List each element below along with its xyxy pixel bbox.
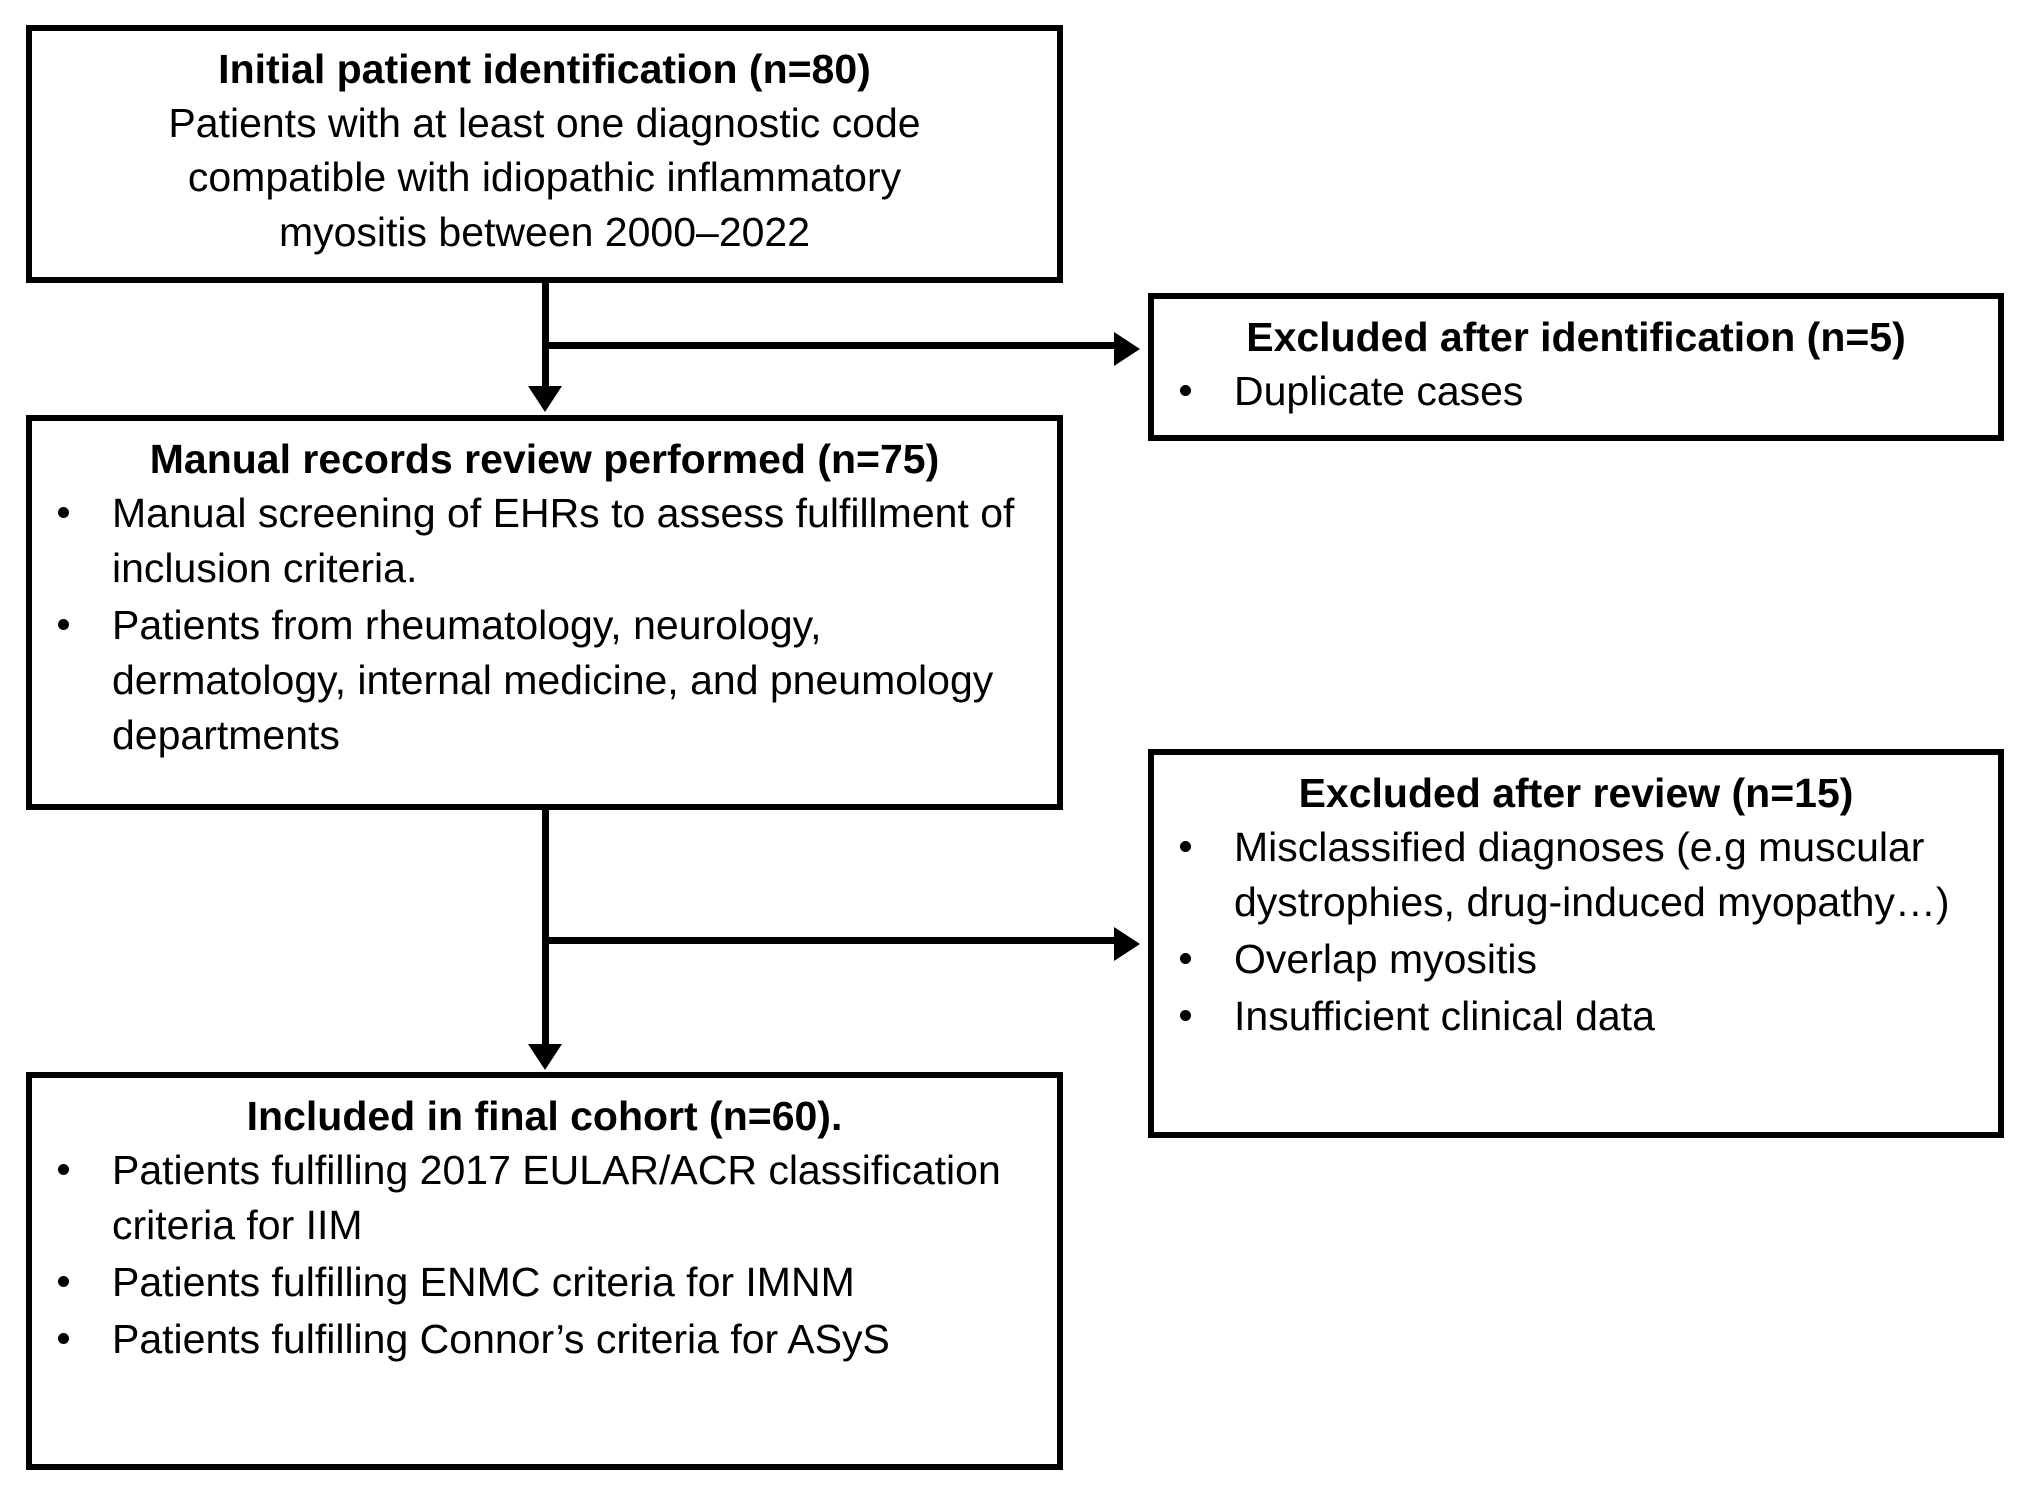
node-included-final-cohort-bullets: Patients fulfilling 2017 EULAR/ACR class… xyxy=(50,1143,1039,1367)
edge-review-to-included-line xyxy=(542,810,549,1046)
list-item: Patients fulfilling Connor’s criteria fo… xyxy=(50,1312,1039,1367)
list-item-label: Insufficient clinical data xyxy=(1234,993,1655,1040)
node-manual-records-review: Manual records review performed (n=75) M… xyxy=(26,415,1063,810)
node-excluded-after-identification-bullets: Duplicate cases xyxy=(1172,364,1980,419)
node-initial-identification-line-3: myositis between 2000–2022 xyxy=(278,208,811,255)
list-item-label: Manual screening of EHRs to assess fulfi… xyxy=(112,490,1015,592)
list-item: Overlap myositis xyxy=(1172,932,1980,987)
node-included-final-cohort: Included in final cohort (n=60). Patient… xyxy=(26,1072,1063,1470)
bullet-dot-icon xyxy=(58,1275,69,1287)
edge-initial-to-excluded-identification-arrowhead-icon xyxy=(1114,332,1140,366)
list-item-label: Misclassified diagnoses (e.g muscular dy… xyxy=(1234,824,1950,926)
node-initial-identification-body: Patients with at least one diagnostic co… xyxy=(50,96,1039,258)
list-item: Misclassified diagnoses (e.g muscular dy… xyxy=(1172,820,1980,930)
node-excluded-after-review-bullets: Misclassified diagnoses (e.g muscular dy… xyxy=(1172,820,1980,1044)
node-initial-identification-line-2: compatible with idiopathic inflammatory xyxy=(187,154,902,201)
list-item-label: Patients fulfilling 2017 EULAR/ACR class… xyxy=(112,1147,1001,1249)
edge-initial-to-review-line xyxy=(542,283,549,389)
node-manual-records-review-title: Manual records review performed (n=75) xyxy=(149,436,940,482)
node-initial-identification-title: Initial patient identification (n=80) xyxy=(218,46,871,92)
edge-review-to-excluded-review-line xyxy=(545,937,1117,944)
bullet-dot-icon xyxy=(1180,840,1191,852)
node-initial-identification: Initial patient identification (n=80) Pa… xyxy=(26,25,1063,283)
bullet-dot-icon xyxy=(1180,952,1191,964)
list-item: Duplicate cases xyxy=(1172,364,1980,419)
bullet-dot-icon xyxy=(1180,384,1191,396)
bullet-dot-icon xyxy=(58,1163,69,1175)
edge-initial-to-excluded-identification-line xyxy=(545,342,1117,349)
edge-review-to-included-arrowhead-icon xyxy=(528,1044,562,1070)
edge-review-to-excluded-review-arrowhead-icon xyxy=(1114,927,1140,961)
list-item-label: Duplicate cases xyxy=(1234,368,1524,415)
list-item-label: Overlap myositis xyxy=(1234,936,1538,983)
list-item: Patients fulfilling 2017 EULAR/ACR class… xyxy=(50,1143,1039,1253)
node-initial-identification-line-1: Patients with at least one diagnostic co… xyxy=(168,100,921,147)
node-excluded-after-review-title: Excluded after review (n=15) xyxy=(1298,770,1854,816)
node-excluded-after-identification-title: Excluded after identification (n=5) xyxy=(1246,314,1906,360)
bullet-dot-icon xyxy=(1180,1009,1191,1021)
list-item-label: Patients fulfilling ENMC criteria for IM… xyxy=(112,1259,855,1306)
list-item: Patients from rheumatology, neurology, d… xyxy=(50,598,1039,763)
node-excluded-after-identification: Excluded after identification (n=5) Dupl… xyxy=(1148,293,2004,441)
node-manual-records-review-bullets: Manual screening of EHRs to assess fulfi… xyxy=(50,486,1039,763)
list-item-label: Patients from rheumatology, neurology, d… xyxy=(112,602,994,759)
list-item: Manual screening of EHRs to assess fulfi… xyxy=(50,486,1039,596)
list-item: Insufficient clinical data xyxy=(1172,989,1980,1044)
bullet-dot-icon xyxy=(58,506,69,518)
list-item: Patients fulfilling ENMC criteria for IM… xyxy=(50,1255,1039,1310)
list-item-label: Patients fulfilling Connor’s criteria fo… xyxy=(112,1316,890,1363)
edge-initial-to-review-arrowhead-icon xyxy=(528,386,562,412)
node-included-final-cohort-title: Included in final cohort (n=60). xyxy=(246,1093,843,1139)
bullet-dot-icon xyxy=(58,618,69,630)
bullet-dot-icon xyxy=(58,1332,69,1344)
node-excluded-after-review: Excluded after review (n=15) Misclassifi… xyxy=(1148,749,2004,1138)
